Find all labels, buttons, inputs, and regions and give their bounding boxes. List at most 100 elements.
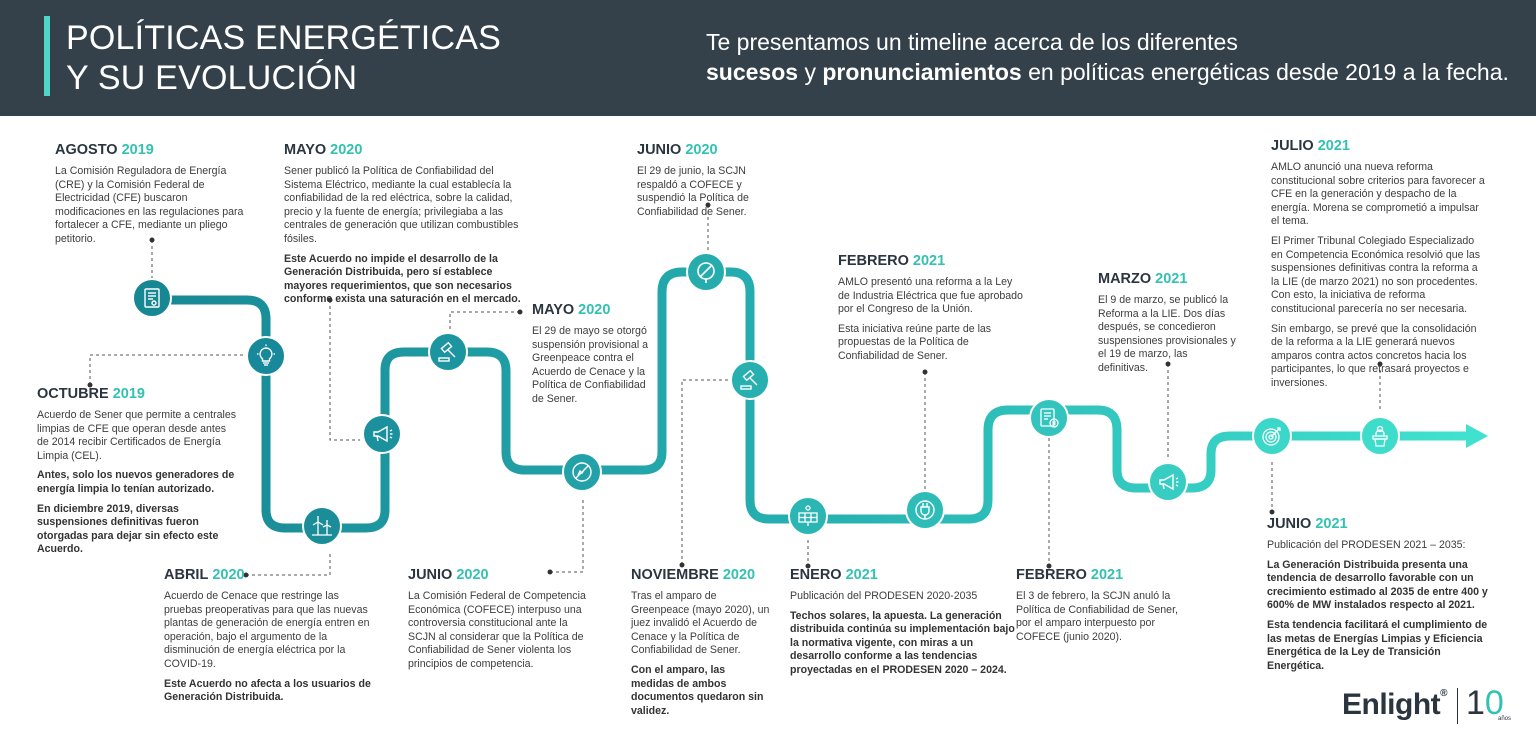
plug-icon bbox=[905, 490, 945, 530]
event-month: JUNIO bbox=[1267, 516, 1312, 532]
anniversary-digit-one: 1 bbox=[1466, 684, 1485, 722]
lightbulb-icon bbox=[246, 336, 286, 376]
timeline-arrowhead bbox=[1466, 424, 1488, 448]
event-year: 2021 bbox=[912, 253, 946, 269]
event-month: ENERO bbox=[790, 567, 842, 583]
event-year: 2021 bbox=[1155, 271, 1188, 287]
megaphone-icon bbox=[1148, 462, 1188, 502]
event-text: Tras el amparo de Greenpeace (mayo 2020)… bbox=[631, 590, 770, 657]
title-line-1: POLÍTICAS ENERGÉTICAS bbox=[66, 19, 501, 57]
event-bold-text: En diciembre 2019, diversas suspensiones… bbox=[37, 502, 219, 556]
event-year: 2020 bbox=[330, 142, 363, 158]
wind-turbine-icon bbox=[302, 506, 342, 546]
event-text: El 29 de mayo se otorgó suspensión provi… bbox=[532, 325, 649, 405]
brand-name: Enlight bbox=[1342, 688, 1441, 721]
event-text: Sener publicó la Política de Confiabilid… bbox=[284, 165, 519, 245]
event-text: AMLO presentó una reforma a la Ley de In… bbox=[838, 276, 1023, 316]
target-icon bbox=[1252, 416, 1292, 456]
event-year: 2021 bbox=[1315, 516, 1348, 532]
anniversary-label: años bbox=[1498, 716, 1512, 722]
event-month: JUNIO bbox=[408, 567, 453, 583]
subtitle-line-1: Te presentamos un timeline acerca de los… bbox=[706, 29, 1238, 55]
event-text: AMLO anunció una nueva reforma constituc… bbox=[1271, 161, 1485, 228]
page-subtitle: Te presentamos un timeline acerca de los… bbox=[706, 27, 1509, 87]
subtitle-bold-sucesos: sucesos bbox=[706, 59, 799, 85]
subtitle-connector: y bbox=[798, 59, 823, 85]
event-month: AGOSTO bbox=[55, 142, 118, 158]
event-year: 2019 bbox=[112, 386, 145, 402]
event-text: Acuerdo de Cenace que restringe las prue… bbox=[164, 590, 370, 670]
event-text: Publicación del PRODESEN 2021 – 2035: bbox=[1267, 539, 1466, 551]
event-month: NOVIEMBRE bbox=[631, 567, 719, 583]
brand-logo: Enlight® bbox=[1342, 688, 1448, 722]
subtitle-line-2: sucesos y pronunciamientos en políticas … bbox=[706, 57, 1509, 87]
event-month: MAYO bbox=[284, 142, 327, 158]
event-month: FEBRERO bbox=[838, 253, 909, 269]
event-text: Publicación del PRODESEN 2020-2035 bbox=[790, 590, 978, 602]
title-accent-bar bbox=[44, 16, 50, 96]
event-bold-text: Este Acuerdo no afecta a los usuarios de… bbox=[164, 677, 371, 704]
gavel-icon bbox=[428, 332, 468, 372]
subtitle-rest: en políticas energéticas desde 2019 a la… bbox=[1021, 59, 1509, 85]
event-bold-text: Este Acuerdo no impide el desarrollo de … bbox=[284, 252, 521, 306]
anniversary-mark: 10 bbox=[1466, 684, 1504, 723]
event-bold-text: Techos solares, la apuesta. La generació… bbox=[790, 609, 1015, 676]
event-year: 2020 bbox=[685, 142, 718, 158]
page-title: POLÍTICAS ENERGÉTICAS Y SU EVOLUCIÓN bbox=[66, 18, 501, 98]
event-bold-text: Esta tendencia facilitará el cumplimient… bbox=[1267, 618, 1488, 672]
event-bold-text: Con el amparo, las medidas de ambos docu… bbox=[631, 663, 764, 717]
event-month: MARZO bbox=[1098, 271, 1152, 287]
event-year: 2019 bbox=[121, 142, 154, 158]
document-icon bbox=[132, 278, 172, 318]
megaphone-icon bbox=[362, 414, 402, 454]
title-line-2: Y SU EVOLUCIÓN bbox=[66, 59, 358, 97]
connector-lines bbox=[89, 205, 1381, 576]
event-year: 2020 bbox=[578, 302, 611, 318]
event-text: Acuerdo de Sener que permite a centrales… bbox=[37, 409, 237, 462]
event-month: ABRIL bbox=[164, 567, 209, 583]
event-text: Sin embargo, se prevé que la consolidaci… bbox=[1271, 322, 1477, 389]
logo-divider bbox=[1457, 688, 1458, 724]
event-month: FEBRERO bbox=[1016, 567, 1087, 583]
solar-panel-icon bbox=[788, 496, 828, 536]
event-month: OCTUBRE bbox=[37, 386, 109, 402]
gavel-icon bbox=[730, 360, 770, 400]
connector-dots bbox=[87, 202, 1383, 578]
podium-icon bbox=[1360, 416, 1400, 456]
event-month: JUNIO bbox=[637, 142, 682, 158]
event-text: La Comisión Federal de Competencia Econó… bbox=[408, 590, 586, 670]
event-year: 2020 bbox=[456, 567, 489, 583]
event-year: 2021 bbox=[845, 567, 878, 583]
event-month: JULIO bbox=[1271, 138, 1314, 154]
checklist-icon bbox=[1029, 398, 1069, 438]
event-text: La Comisión Reguladora de Energía (CRE) … bbox=[55, 165, 244, 245]
event-year: 2020 bbox=[722, 567, 756, 583]
brand-registered-mark: ® bbox=[1440, 688, 1448, 699]
event-text: El 9 de marzo, se publicó la Reforma a l… bbox=[1098, 294, 1236, 374]
